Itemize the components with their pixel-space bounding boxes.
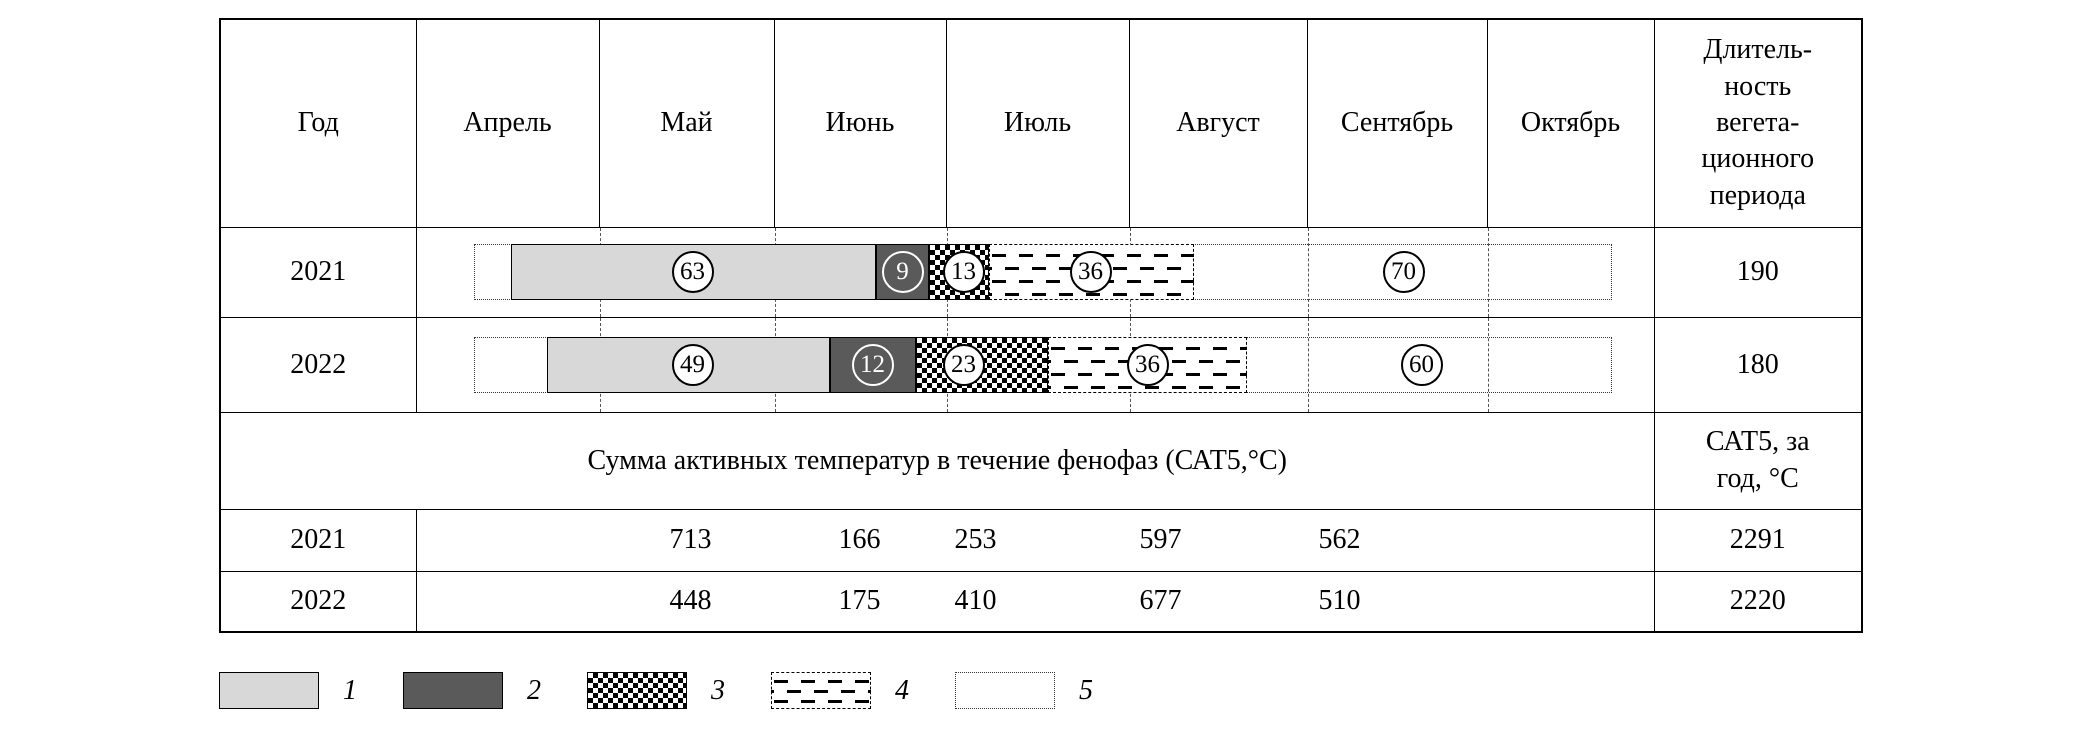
legend-swatch-phase4 <box>771 672 871 709</box>
phase-duration-circle: 36 <box>1069 251 1112 293</box>
month-gridline <box>1487 227 1489 317</box>
phenology-table: Год Апрель Май Июнь Июль Август Сентябрь… <box>219 18 1863 633</box>
temp-value: 562 <box>1318 524 1361 555</box>
temp-value: 597 <box>1139 524 1182 555</box>
temp-value: 713 <box>669 524 712 555</box>
col-header-duration: Длитель- ность вегета- ционного периода <box>1653 18 1863 228</box>
legend-label: 2 <box>527 674 541 706</box>
legend-label: 4 <box>895 674 909 706</box>
sat-header-row: Сумма активных температур в течение фено… <box>219 411 1863 510</box>
temp-total-cell-2022: 2220 <box>1653 570 1863 633</box>
sat-year-header-cell: САТ5, за год, °С <box>1653 411 1863 510</box>
phase-duration-circle: 9 <box>881 251 924 293</box>
month-gridline <box>1307 317 1309 412</box>
col-header-april: Апрель <box>415 18 600 228</box>
temp-year-cell-2021: 2021 <box>219 508 417 572</box>
temp-values-cell-2021: 713 166 253 597 562 <box>415 508 1655 572</box>
legend-item-4: 4 <box>771 672 909 709</box>
temp-row-2022: 2022 448 175 410 677 510 2220 <box>219 570 1863 633</box>
month-gridline <box>1307 227 1309 317</box>
col-header-year: Год <box>219 18 417 228</box>
temp-value: 410 <box>954 585 997 617</box>
legend-swatch-phase1 <box>219 672 319 709</box>
year-cell-2022: 2022 <box>219 316 417 413</box>
legend-swatch-phase5 <box>955 672 1055 709</box>
duration-cell-2021: 190 <box>1653 226 1863 318</box>
col-header-october: Октябрь <box>1486 18 1655 228</box>
temp-year-cell-2022: 2022 <box>219 570 417 633</box>
legend-item-2: 2 <box>403 672 541 709</box>
temp-row-2021: 2021 713 166 253 597 562 2291 <box>219 508 1863 572</box>
phase-duration-circle: 60 <box>1400 343 1443 386</box>
gantt-cell-2021: 63 9 13 36 70 <box>415 226 1655 318</box>
col-header-august: Август <box>1128 18 1308 228</box>
gantt-area-2022: 49 12 23 36 60 <box>417 317 1654 412</box>
legend-swatch-phase3 <box>587 672 687 709</box>
temp-value: 253 <box>954 524 997 555</box>
col-header-may: Май <box>598 18 775 228</box>
temp-values-cell-2022: 448 175 410 677 510 <box>415 570 1655 633</box>
phase-duration-circle: 36 <box>1126 343 1169 386</box>
legend-label: 3 <box>711 674 725 706</box>
gantt-row-2022: 2022 49 12 23 36 <box>219 316 1863 413</box>
temp-value: 166 <box>838 524 881 555</box>
col-header-july: Июль <box>945 18 1130 228</box>
duration-cell-2022: 180 <box>1653 316 1863 413</box>
gantt-row-2021: 2021 63 9 13 36 <box>219 226 1863 318</box>
legend-item-1: 1 <box>219 672 357 709</box>
col-header-september: Сентябрь <box>1306 18 1488 228</box>
legend-label: 1 <box>343 674 357 706</box>
header-row: Год Апрель Май Июнь Июль Август Сентябрь… <box>219 18 1863 228</box>
phase-duration-circle: 63 <box>671 251 714 293</box>
temp-value: 677 <box>1139 585 1182 617</box>
col-header-june: Июнь <box>773 18 947 228</box>
month-gridline <box>1487 317 1489 412</box>
gantt-area-2021: 63 9 13 36 70 <box>417 227 1654 317</box>
temp-value: 510 <box>1318 585 1361 617</box>
legend-label: 5 <box>1079 674 1093 706</box>
phase-duration-circle: 49 <box>671 343 714 386</box>
phase-duration-circle: 23 <box>942 343 985 386</box>
temp-value: 448 <box>669 585 712 617</box>
gantt-cell-2022: 49 12 23 36 60 <box>415 316 1655 413</box>
legend-item-5: 5 <box>955 672 1093 709</box>
temp-total-cell-2021: 2291 <box>1653 508 1863 572</box>
phase-duration-circle: 13 <box>942 251 985 293</box>
legend-swatch-phase2 <box>403 672 503 709</box>
legend: 1 2 3 4 5 <box>219 672 1093 709</box>
phase-duration-circle: 12 <box>851 343 894 386</box>
phase-duration-circle: 70 <box>1382 251 1425 293</box>
sat-header-cell: Сумма активных температур в течение фено… <box>219 411 1655 510</box>
year-cell-2021: 2021 <box>219 226 417 318</box>
temp-value: 175 <box>838 585 881 617</box>
legend-item-3: 3 <box>587 672 725 709</box>
